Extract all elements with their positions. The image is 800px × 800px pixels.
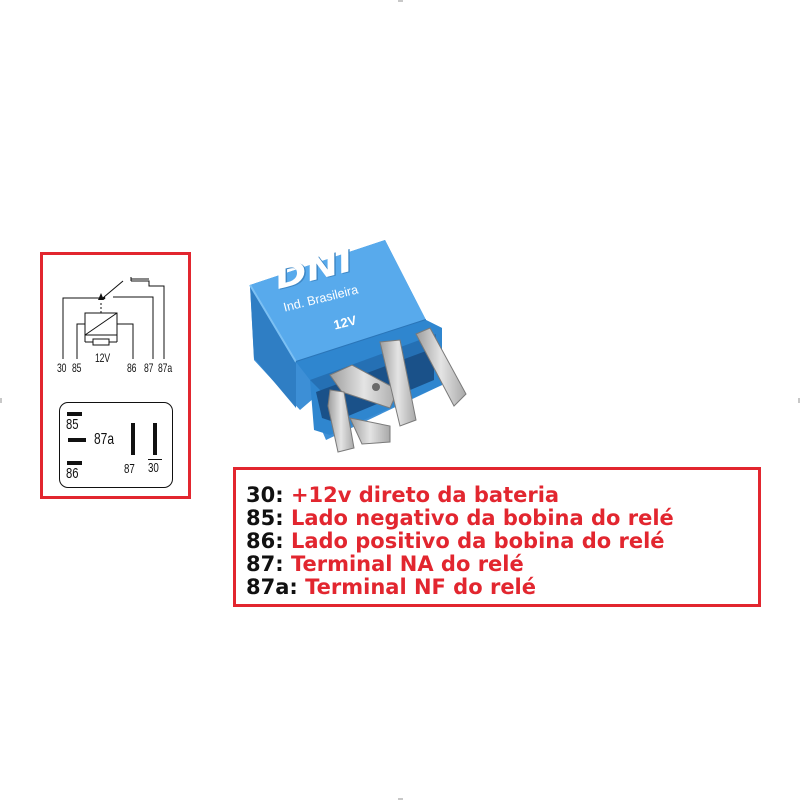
legend-row-85: 85: Lado negativo da bobina do relé — [246, 507, 674, 530]
terminal-legend: 30: +12v direto da bateria 85: Lado nega… — [233, 467, 761, 607]
pinout-footprint: 85 87a 86 87 30 — [59, 402, 173, 488]
schematic-pin-87a: 87a — [158, 361, 172, 375]
edge-tick-top — [398, 0, 403, 2]
legend-row-86: 86: Lado positivo da bobina do relé — [246, 530, 665, 553]
schematic-pin-30: 30 — [57, 361, 67, 375]
pinout-bar-87a — [68, 438, 86, 442]
legend-description: +12v direto da bateria — [290, 483, 560, 507]
relay-terminals — [327, 327, 467, 453]
relay-schematic — [62, 277, 165, 359]
edge-tick-left — [0, 398, 2, 403]
pinout-bar-85 — [67, 412, 82, 416]
relay-diagram-panel: 30 85 12V 86 87 87a 85 87a 86 87 30 — [40, 252, 191, 499]
legend-term: 86: — [246, 529, 284, 553]
legend-row-87: 87: Terminal NA do relé — [246, 553, 524, 576]
edge-tick-right — [798, 398, 800, 403]
pinout-label-87a: 87a — [94, 431, 115, 448]
legend-description: Lado negativo da bobina do relé — [290, 506, 674, 530]
legend-description: Terminal NF do relé — [305, 575, 536, 599]
legend-description: Terminal NA do relé — [290, 552, 524, 576]
legend-row-87a: 87a: Terminal NF do relé — [246, 576, 536, 599]
pinout-overline-30 — [148, 459, 162, 460]
pinout-bar-87 — [131, 423, 135, 455]
legend-row-30: 30: +12v direto da bateria — [246, 484, 559, 507]
pinout-label-87: 87 — [124, 461, 135, 476]
legend-term: 87: — [246, 552, 284, 576]
edge-tick-bottom — [398, 798, 403, 800]
pinout-label-86: 86 — [66, 465, 79, 482]
schematic-pin-12v: 12V — [95, 351, 110, 365]
relay-product-image: DNI Ind. Brasileira 12V — [230, 230, 490, 475]
pinout-bar-30 — [153, 423, 157, 455]
schematic-pin-87: 87 — [144, 361, 154, 375]
pinout-label-30: 30 — [148, 460, 159, 475]
schematic-pin-86: 86 — [127, 361, 137, 375]
schematic-pin-85: 85 — [72, 361, 82, 375]
legend-description: Lado positivo da bobina do relé — [290, 529, 665, 553]
pinout-bar-86 — [67, 461, 82, 465]
pinout-label-85: 85 — [66, 416, 79, 433]
legend-term: 30: — [246, 483, 284, 507]
legend-term: 85: — [246, 506, 284, 530]
legend-term: 87a: — [246, 575, 298, 599]
